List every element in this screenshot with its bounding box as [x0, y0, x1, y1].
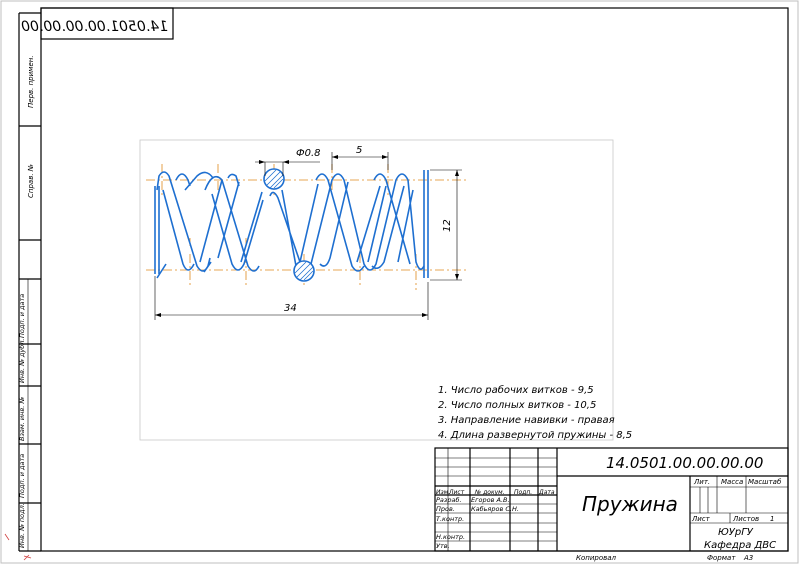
role-nkontr: Н.контр.: [436, 533, 465, 541]
sheets-value: 1: [770, 515, 774, 523]
part-name: Пружина: [582, 492, 678, 516]
sheets-label: Листов: [732, 515, 759, 523]
strip-sprav-no: Справ. №: [27, 164, 35, 198]
lit-label: Лит.: [693, 478, 710, 486]
name-razrab: Егоров А.В.: [471, 496, 510, 504]
view-area: [139, 139, 614, 441]
role-razrab: Разраб.: [436, 496, 462, 504]
format-value: А3: [743, 554, 753, 562]
strip-inv-podl: Инв. № подл.: [18, 503, 26, 548]
role-prov: Пров.: [436, 505, 455, 513]
role-tkontr: Т.контр.: [436, 515, 464, 523]
strip-podp-data-1: Подп. и дата: [18, 294, 26, 338]
scale-label: Масштаб: [748, 478, 782, 486]
format-label: Формат: [707, 554, 736, 562]
length-label: 34: [284, 303, 297, 314]
note-3: 3. Направление навивки - правая: [438, 415, 615, 426]
col-data: Дата: [538, 489, 555, 496]
dimension-wire-diameter: Ф0.8: [255, 148, 321, 176]
col-podp: Подп.: [514, 489, 532, 496]
coil-group-left: [156, 171, 264, 279]
dimension-outer-diameter: 12: [430, 169, 462, 281]
col-izm: Изм.: [436, 489, 450, 496]
organization: ЮУрГУ: [718, 527, 754, 538]
note-2: 2. Число полных витков - 10,5: [438, 400, 596, 411]
mirrored-designation-box: 14.0501.00.00.00.00: [21, 7, 174, 40]
copied-label: Копировал: [576, 554, 617, 562]
mass-label: Масса: [721, 478, 743, 486]
note-1: 1. Число рабочих витков - 9,5: [438, 384, 594, 396]
role-utv: Утв.: [436, 542, 450, 550]
strip-vzam-inv: Взам. инв. №: [18, 397, 26, 441]
wire-section-top: [263, 168, 285, 190]
pitch-label: 5: [356, 145, 362, 156]
name-prov: Кабьяров С.Н.: [471, 505, 519, 513]
coil-group-right: [269, 173, 425, 273]
sheet-label: Лист: [691, 515, 711, 523]
mirrored-designation: 14.0501.00.00.00.00: [21, 19, 168, 35]
wire-diameter-label: Ф0.8: [296, 148, 321, 159]
department: Кафедра ДВС: [704, 540, 776, 551]
wire-section-bottom: [293, 260, 315, 282]
outer-diameter-label: 12: [442, 219, 453, 232]
strip-inv-dubl: Инв. № дубл.: [18, 339, 26, 383]
col-list: Лист: [448, 489, 465, 496]
strip-podp-data-2: Подп. и дата: [18, 454, 26, 498]
technical-notes: 1. Число рабочих витков - 9,5 2. Число п…: [438, 384, 632, 441]
left-strip: Перв. примен. Справ. № Подп. и дата Инв.…: [18, 12, 41, 552]
note-4: 4. Длина развернутой пружины - 8,5: [438, 430, 632, 441]
spring-view: [146, 164, 468, 290]
dimension-pitch: 5: [331, 145, 389, 170]
title-block: Изм. Лист № докум. Подп. Дата Разраб. Ег…: [434, 447, 789, 552]
designation: 14.0501.00.00.00.00: [606, 454, 763, 472]
col-doc: № докум.: [474, 489, 505, 496]
corner-mark: [4, 533, 32, 561]
dimension-length: 34: [154, 276, 429, 320]
strip-perv-primen: Перв. примен.: [27, 55, 35, 108]
